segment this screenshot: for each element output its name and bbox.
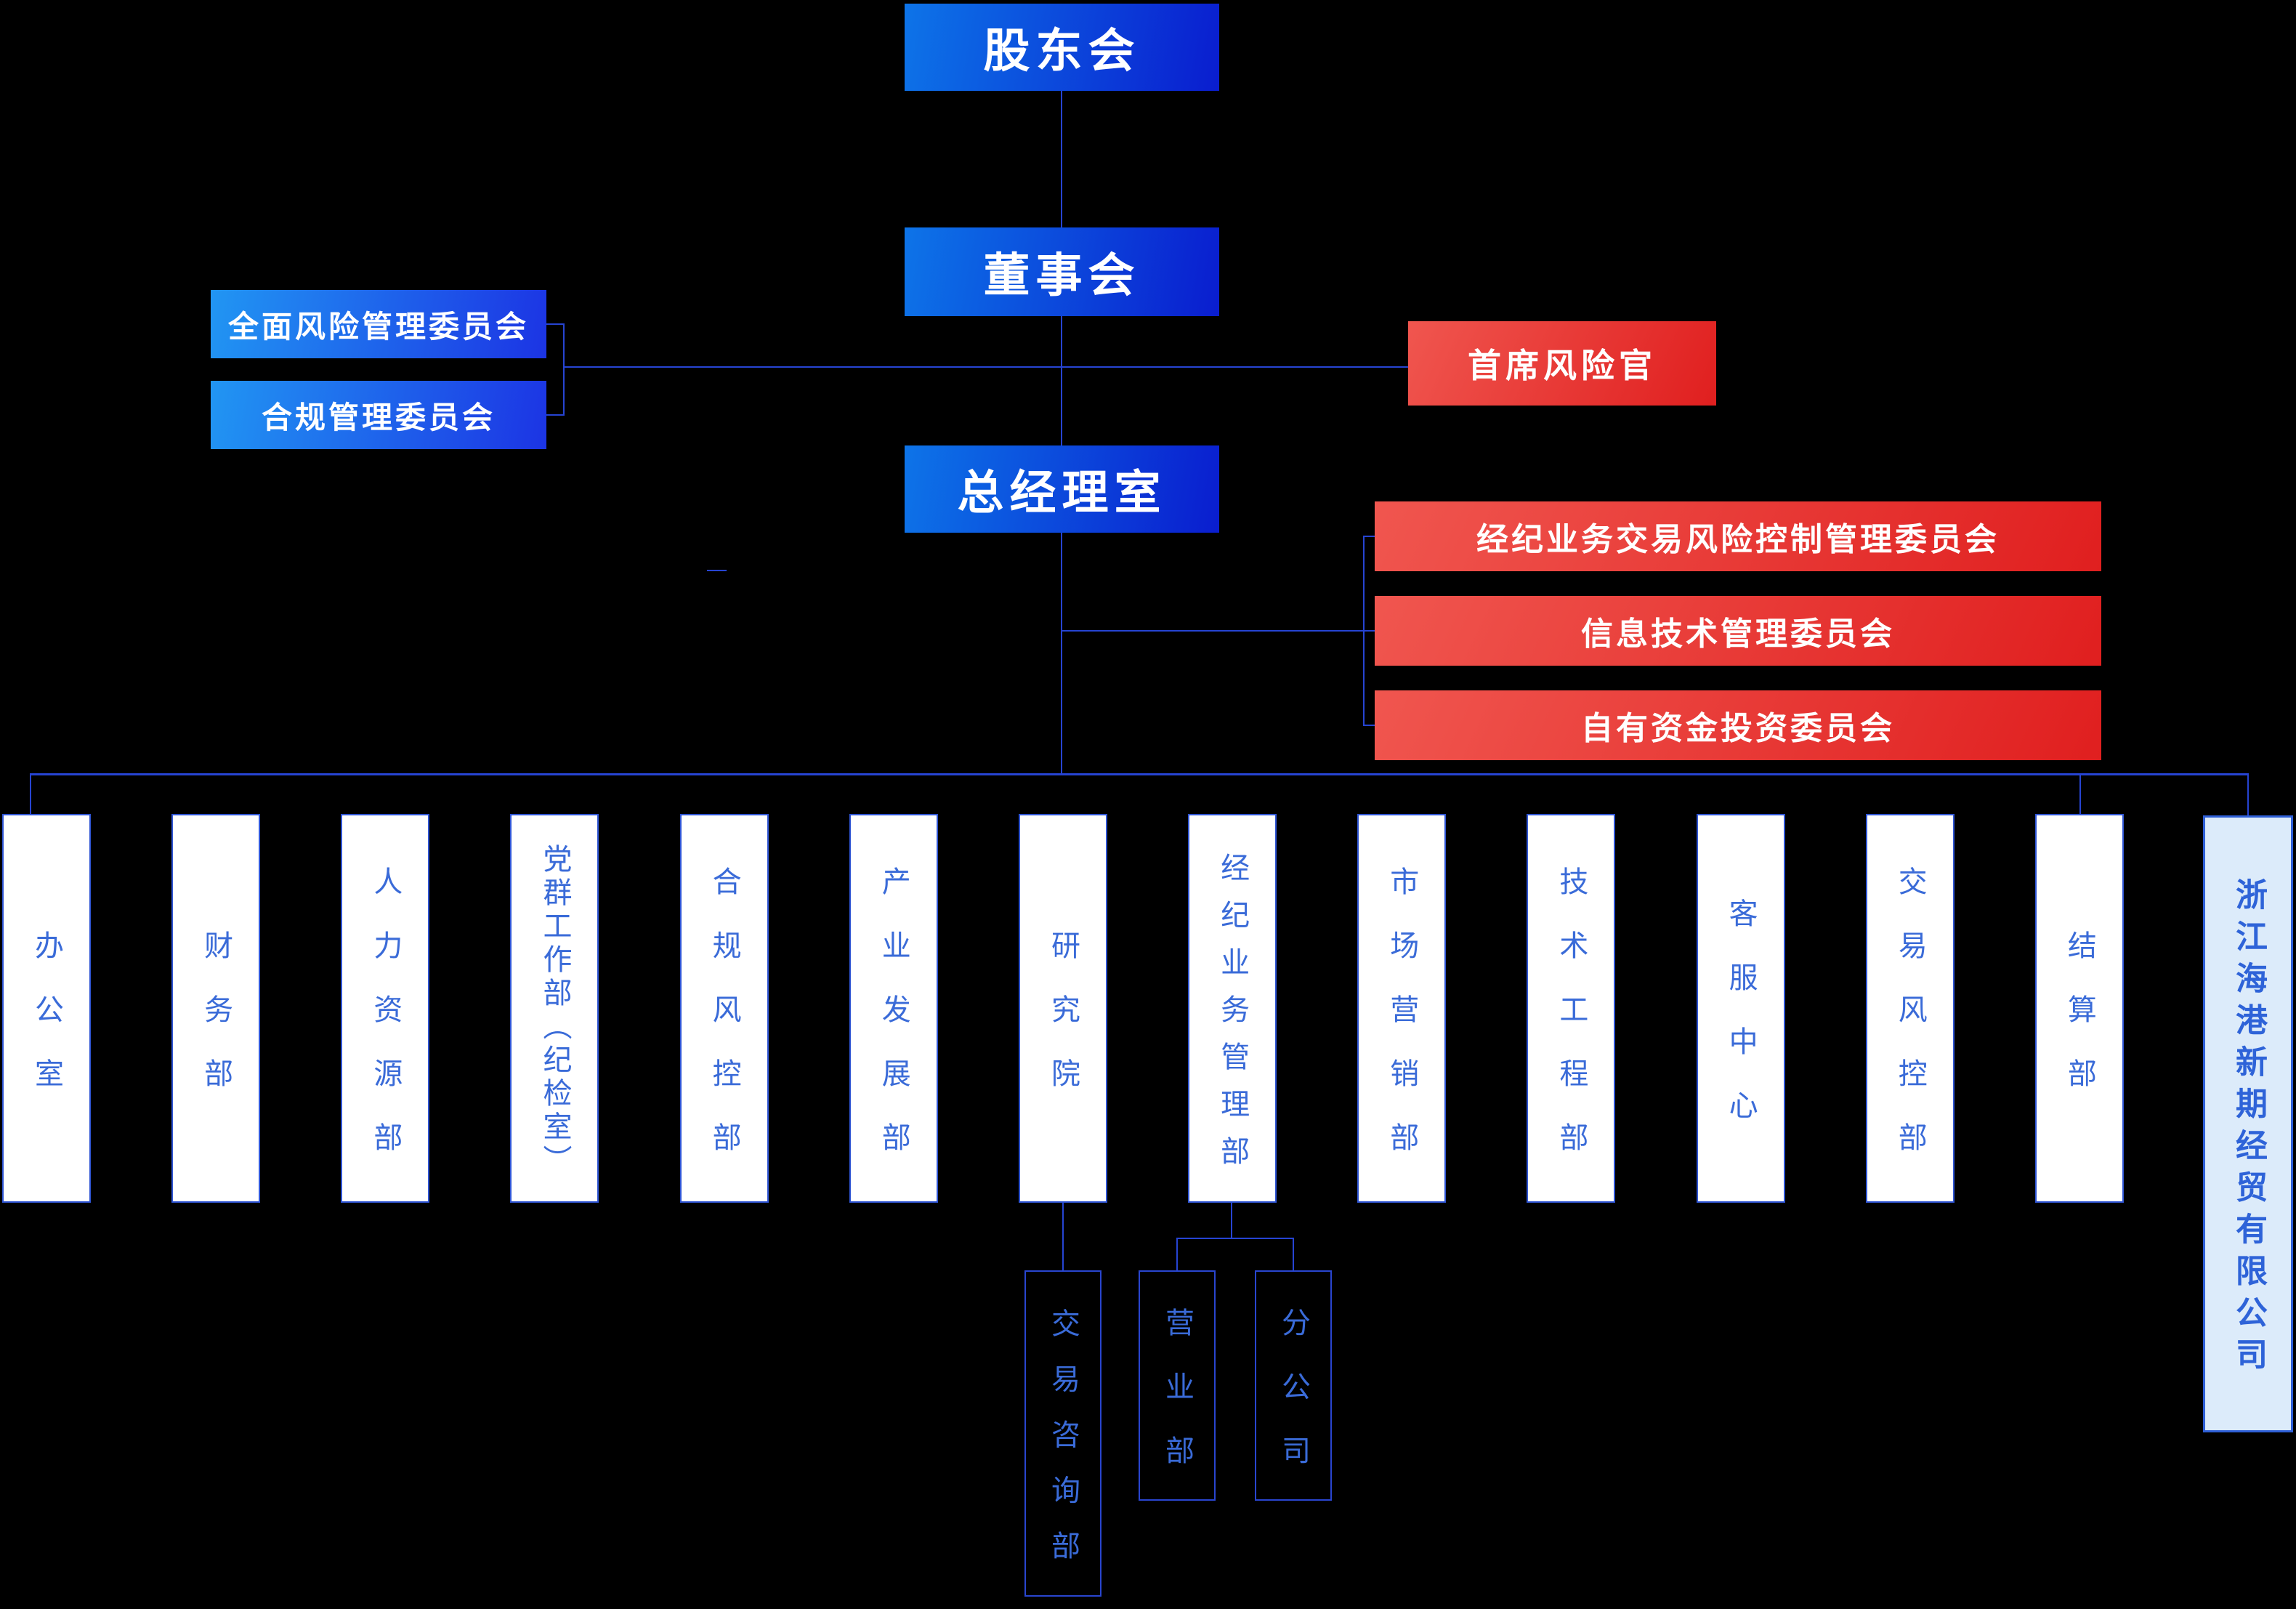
node-general-manager-office-label: 总经理室 <box>957 467 1167 519</box>
node-dept-marketing-label: 市场营销部 <box>1386 866 1418 1186</box>
connector-bracket-board-committees <box>563 323 565 416</box>
node-it-management-committee-label: 信息技术管理委员会 <box>1581 616 1895 652</box>
node-subsidiary-zhejiang-haigang-xinqi-label: 浙江海港新期经贸有限公司 <box>2231 878 2266 1380</box>
node-dept-human-resources: 人力资源部 <box>341 814 430 1203</box>
node-dept-brokerage-business-management: 经纪业务管理部 <box>1188 814 1277 1203</box>
node-subdept-sales-office: 营业部 <box>1139 1270 1216 1501</box>
node-proprietary-fund-investment-committee: 自有资金投资委员会 <box>1375 690 2101 760</box>
connector-drop-branch-company <box>1293 1238 1294 1272</box>
node-subdept-branch-company: 分公司 <box>1255 1270 1332 1501</box>
connector-department-rail <box>31 773 2249 775</box>
node-compliance-committee-label: 合规管理委员会 <box>261 400 496 435</box>
node-it-management-committee: 信息技术管理委员会 <box>1375 596 2101 666</box>
node-shareholders-meeting-label: 股东会 <box>983 25 1141 77</box>
node-brokerage-trading-risk-committee-label: 经纪业务交易风险控制管理委员会 <box>1476 522 2000 557</box>
node-dept-settlement: 结算部 <box>2034 814 2124 1203</box>
node-shareholders-meeting: 股东会 <box>905 4 1219 91</box>
node-dept-compliance-risk-control-label: 合规风控部 <box>708 866 740 1186</box>
node-dept-compliance-risk-control: 合规风控部 <box>679 814 769 1203</box>
connector-feed-gm-committees <box>1062 630 1363 632</box>
node-dept-research-institute-label: 研究院 <box>1046 929 1079 1122</box>
connector-stub-comprehensive-risk <box>546 323 565 325</box>
connector-tick-office <box>30 773 31 814</box>
connector-bar-brokerage-children <box>1176 1238 1294 1239</box>
connector-stray-dash <box>707 570 727 571</box>
node-subdept-sales-office-label: 营业部 <box>1161 1307 1193 1499</box>
node-dept-human-resources-label: 人力资源部 <box>369 866 402 1186</box>
connector-stub-it-committee <box>1363 630 1375 632</box>
node-dept-customer-service-center-label: 客服中心 <box>1724 898 1757 1154</box>
node-dept-technical-engineering: 技术工程部 <box>1527 814 1616 1203</box>
node-dept-party-mass-work: 党群工作部（纪检室） <box>510 814 599 1203</box>
node-dept-trading-risk-control: 交易风控部 <box>1865 814 1955 1203</box>
connector-trunk-board-gm <box>1061 316 1062 445</box>
node-dept-office-label: 办公室 <box>31 929 62 1122</box>
connector-stub-compliance <box>546 414 565 416</box>
node-subdept-branch-company-label: 分公司 <box>1277 1307 1309 1499</box>
node-dept-industry-development: 产业发展部 <box>849 814 938 1203</box>
node-dept-industry-development-label: 产业发展部 <box>877 866 910 1186</box>
connector-stub-investment-committee <box>1363 725 1375 726</box>
connector-drop-brokerage-management <box>1231 1203 1232 1239</box>
node-board-of-directors-label: 董事会 <box>983 249 1141 302</box>
node-dept-marketing: 市场营销部 <box>1357 814 1447 1203</box>
node-board-of-directors: 董事会 <box>905 227 1219 316</box>
node-subdept-trading-consulting-label: 交易咨询部 <box>1047 1307 1079 1586</box>
node-general-manager-office: 总经理室 <box>905 445 1219 533</box>
node-comprehensive-risk-committee-label: 全面风险管理委员会 <box>227 309 529 344</box>
node-dept-brokerage-business-management-label: 经纪业务管理部 <box>1216 852 1249 1183</box>
node-compliance-committee: 合规管理委员会 <box>211 381 546 449</box>
node-dept-office: 办公室 <box>2 814 91 1203</box>
node-dept-party-mass-work-label: 党群工作部（纪检室） <box>538 843 571 1178</box>
connector-drop-research-institute <box>1062 1203 1064 1270</box>
connector-stub-brokerage-risk-committee <box>1363 536 1375 537</box>
connector-drop-sales-office <box>1176 1238 1178 1272</box>
node-dept-trading-risk-control-label: 交易风控部 <box>1893 866 1926 1186</box>
node-dept-research-institute: 研究院 <box>1018 814 1107 1203</box>
node-subsidiary-zhejiang-haigang-xinqi: 浙江海港新期经贸有限公司 <box>2203 815 2293 1432</box>
connector-trunk-shareholders-board <box>1061 91 1062 227</box>
node-dept-settlement-label: 结算部 <box>2063 929 2095 1122</box>
node-brokerage-trading-risk-committee: 经纪业务交易风险控制管理委员会 <box>1375 501 2101 571</box>
connector-trunk-gm-departments <box>1061 533 1062 775</box>
node-chief-risk-officer: 首席风险官 <box>1408 321 1716 406</box>
node-comprehensive-risk-committee: 全面风险管理委员会 <box>211 290 546 358</box>
node-proprietary-fund-investment-committee-label: 自有资金投资委员会 <box>1581 711 1895 746</box>
node-subdept-trading-consulting: 交易咨询部 <box>1024 1270 1101 1597</box>
node-dept-technical-engineering-label: 技术工程部 <box>1555 866 1588 1186</box>
connector-cross-committees-cro <box>563 366 1408 368</box>
node-chief-risk-officer-label: 首席风险官 <box>1468 347 1657 384</box>
node-dept-finance: 财务部 <box>171 814 261 1203</box>
connector-drop-subsidiary <box>2247 773 2249 815</box>
department-row: 办公室 财务部 人力资源部 党群工作部（纪检室） 合规风控部 产业发展部 研究院… <box>2 814 2124 1203</box>
node-dept-customer-service-center: 客服中心 <box>1696 814 1785 1203</box>
node-dept-finance-label: 财务部 <box>200 929 233 1122</box>
connector-tick-settlement <box>2079 773 2081 814</box>
